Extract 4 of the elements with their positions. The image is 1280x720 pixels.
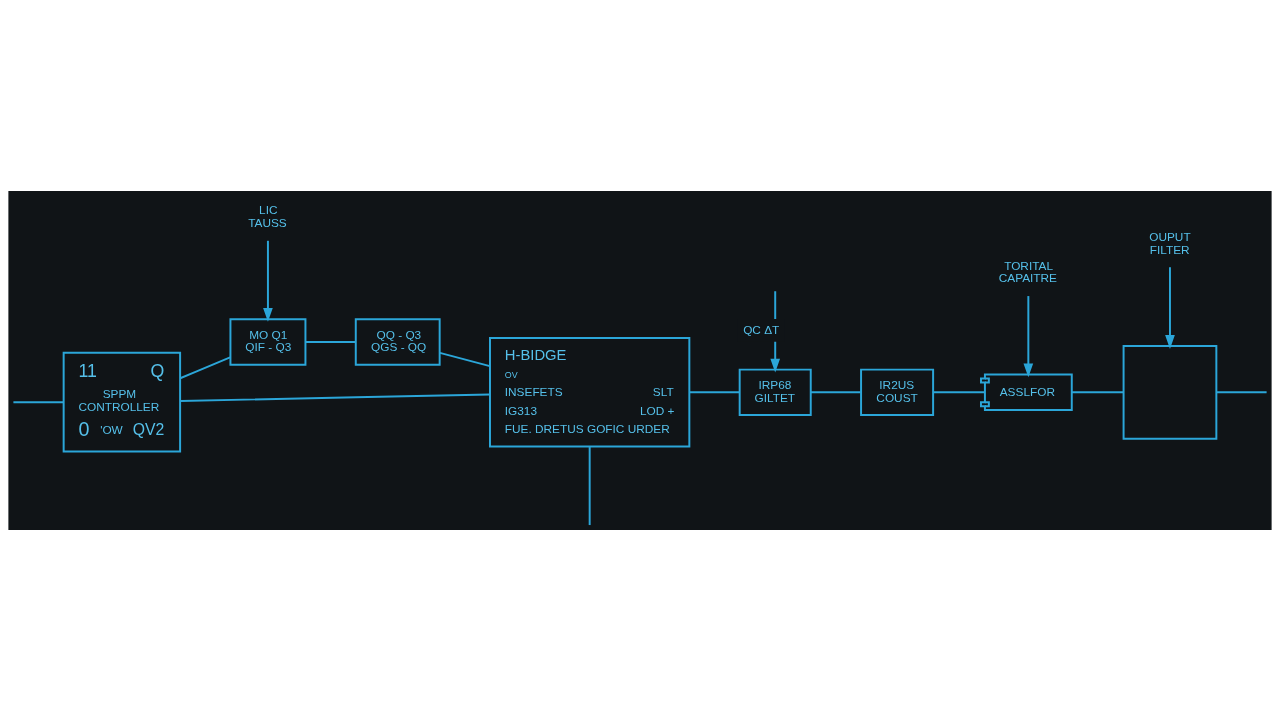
node-text: TORITAL CAPAITRE	[998, 258, 1058, 285]
edge-label: QC ΔT	[743, 322, 780, 337]
node-text: LIC TAUSS	[248, 202, 287, 230]
node-text: OUPUT FILTER	[1149, 229, 1191, 257]
